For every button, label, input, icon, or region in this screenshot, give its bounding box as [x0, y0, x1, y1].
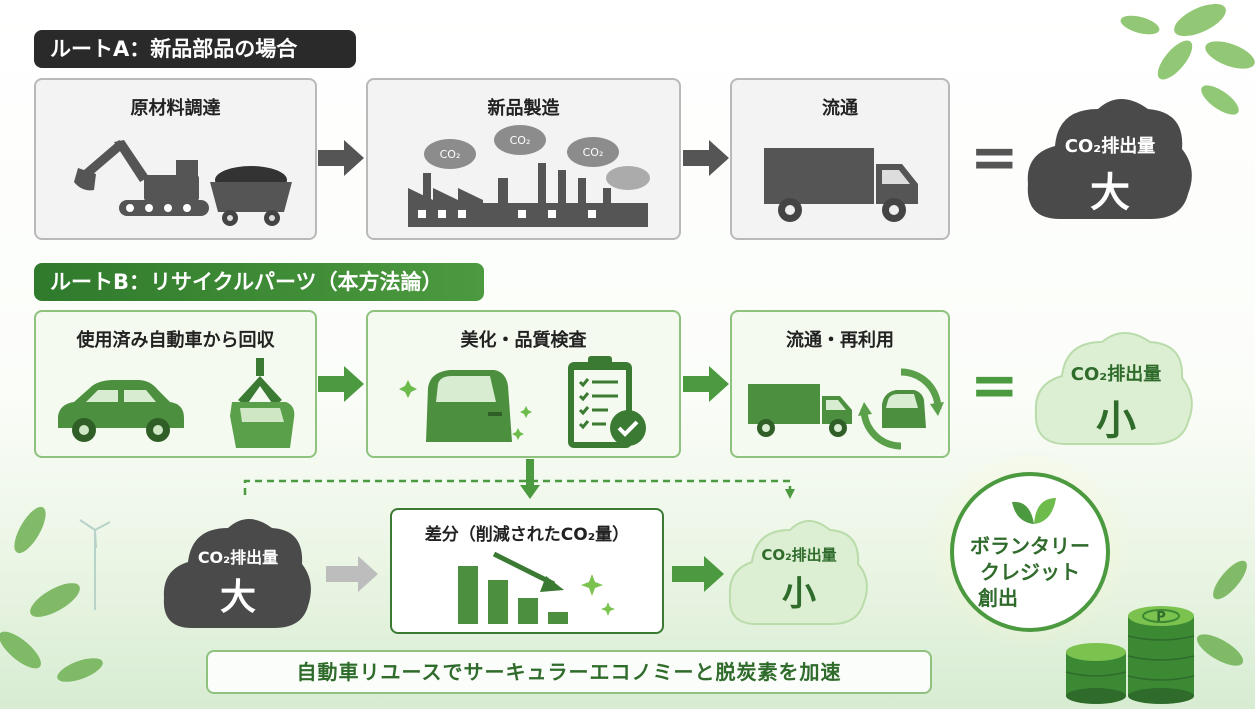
co2-label: CO₂排出量 [761, 546, 837, 564]
step-title: 原材料調達 [130, 98, 221, 119]
ore-cart-icon [210, 166, 292, 226]
cloud-shape [1034, 332, 1193, 445]
equals-sign: = [970, 123, 1019, 191]
leaves-bottom-left-decoration [0, 506, 111, 682]
coin-stack-icon: P [1065, 606, 1195, 704]
diff-box: 差分（削減されたCO₂量） [390, 508, 664, 634]
factory-icon: CO₂ CO₂ CO₂ [408, 125, 650, 227]
arrow-right-icon [326, 556, 378, 592]
truck-icon [764, 148, 918, 222]
checklist-clipboard-icon [568, 356, 646, 448]
cloud-shape [728, 520, 868, 625]
route-b-co2-result: CO₂排出量 小 [1030, 318, 1202, 456]
co2-tag: CO₂ [583, 146, 604, 159]
credit-line-3: 創出 [978, 586, 1018, 610]
co2-result-label: CO₂排出量 [1070, 364, 1162, 385]
route-a-label: ルートA：新品部品の場合 [34, 30, 356, 68]
arrow-right-icon [672, 556, 724, 592]
step-title: 流通・再利用 [786, 330, 894, 351]
equals-sign: = [970, 351, 1019, 419]
recycle-door-icon [858, 368, 944, 450]
comparison-right-co2: CO₂排出量 小 [724, 508, 874, 636]
co2-size: 小 [782, 574, 816, 614]
car-icon [58, 380, 184, 442]
co2-tag: CO₂ [510, 134, 531, 147]
leaves-top-right-decoration [1120, 3, 1255, 115]
credit-line-2: クレジット [980, 560, 1080, 584]
bottom-banner: 自動車リユースでサーキュラーエコノミーと脱炭素を加速 [206, 650, 932, 694]
sprout-leaf-icon [1012, 498, 1056, 524]
credit-badge: ボランタリー クレジット 創出 [950, 472, 1110, 632]
co2-tag: CO₂ [440, 148, 461, 161]
co2-result-size: 大 [1090, 170, 1130, 216]
route-b-step-reuse: 流通・再利用 [730, 310, 950, 458]
step-title: 使用済み自動車から回収 [76, 330, 275, 351]
arrow-right-icon [318, 366, 364, 402]
step-title: 美化・品質検査 [460, 330, 587, 351]
excavator-icon [74, 140, 209, 216]
cloud-shape [163, 519, 311, 628]
claw-lifting-door-icon [230, 358, 295, 448]
co2-size: 大 [219, 577, 256, 618]
route-a-co2-result: CO₂排出量 大 [1020, 84, 1200, 234]
route-a-step-distribution: 流通 [730, 78, 950, 240]
route-b-step-inspection: 美化・品質検査 [366, 310, 681, 458]
co2-result-label: CO₂排出量 [1064, 136, 1156, 157]
credit-line-1: ボランタリー [970, 534, 1090, 558]
route-a-step-raw-materials: 原材料調達 [34, 78, 317, 240]
co2-label: CO₂排出量 [197, 548, 279, 567]
sparkle-door-icon [399, 370, 532, 442]
arrow-right-icon [683, 140, 729, 176]
comparison-left-co2: CO₂排出量 大 [158, 506, 318, 640]
coin-mark: P [1156, 610, 1166, 625]
dashed-connector [243, 459, 795, 499]
truck-icon [748, 384, 852, 437]
diff-title: 差分（削減されたCO₂量） [424, 525, 630, 545]
route-a-step-manufacturing: 新品製造 CO₂ CO₂ CO₂ [366, 78, 681, 240]
route-b-step-collection: 使用済み自動車から回収 [34, 310, 317, 458]
arrow-right-icon [683, 366, 729, 402]
step-title: 新品製造 [487, 98, 560, 119]
arrow-right-icon [318, 140, 364, 176]
route-b-label: ルートB：リサイクルパーツ（本方法論） [34, 263, 484, 301]
leaves-bottom-right-decoration [1196, 560, 1247, 666]
declining-bars-icon [458, 551, 615, 624]
cloud-shape [1027, 99, 1192, 219]
co2-result-size: 小 [1096, 398, 1136, 444]
step-title: 流通 [822, 98, 858, 119]
